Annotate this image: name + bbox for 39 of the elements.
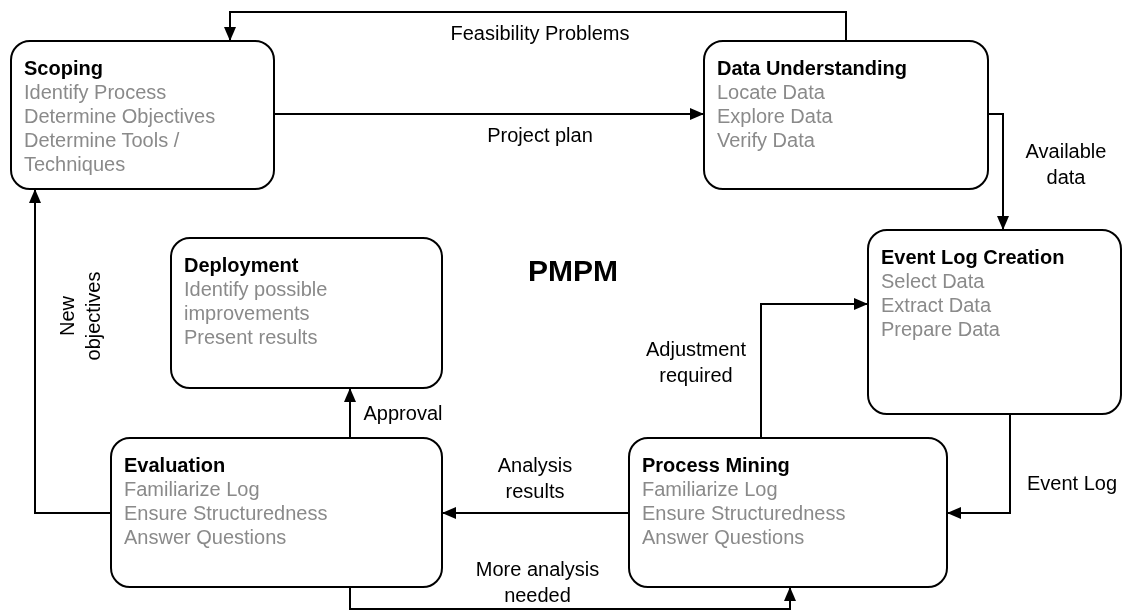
task-text: Present results: [184, 325, 319, 349]
process-box: [703, 40, 989, 190]
task-text: Locate Data: [717, 80, 826, 104]
arrow: [344, 388, 356, 438]
task-text: Ensure Structuredness: [642, 501, 847, 525]
process-box: [628, 437, 948, 588]
task-text: Prepare Data: [881, 317, 1001, 341]
box-heading: Event Log Creation: [881, 245, 1066, 269]
box-heading: Evaluation: [124, 453, 227, 477]
task-text: Identify Process: [24, 80, 168, 104]
task-text: Select Data: [881, 269, 986, 293]
arrow: [29, 189, 111, 514]
task-text: Answer Questions: [642, 525, 806, 549]
process-box: [110, 437, 443, 588]
box-heading: Data Understanding: [717, 56, 909, 80]
arrow: [274, 108, 704, 120]
arrow: [349, 587, 796, 610]
task-text: Answer Questions: [124, 525, 288, 549]
task-text: Determine Objectives: [24, 104, 217, 128]
task-text: Determine Tools / Techniques: [24, 128, 181, 176]
arrow: [442, 507, 629, 519]
task-text: Identify possible improvements: [184, 277, 329, 325]
task-text: Familiarize Log: [124, 477, 261, 501]
task-text: Ensure Structuredness: [124, 501, 329, 525]
task-text: Verify Data: [717, 128, 816, 152]
task-text: Explore Data: [717, 104, 834, 128]
arrow: [224, 11, 847, 41]
process-box: [170, 237, 443, 389]
box-heading: Process Mining: [642, 453, 791, 477]
process-box: [10, 40, 275, 190]
arrow: [760, 298, 868, 438]
diagram-title: PMPM: [528, 254, 618, 288]
box-heading: Scoping: [24, 56, 104, 80]
task-text: Familiarize Log: [642, 477, 779, 501]
process-box: [867, 229, 1122, 415]
arrow: [988, 113, 1009, 230]
arrow: [947, 414, 1011, 519]
task-text: Extract Data: [881, 293, 993, 317]
box-heading: Deployment: [184, 253, 300, 277]
